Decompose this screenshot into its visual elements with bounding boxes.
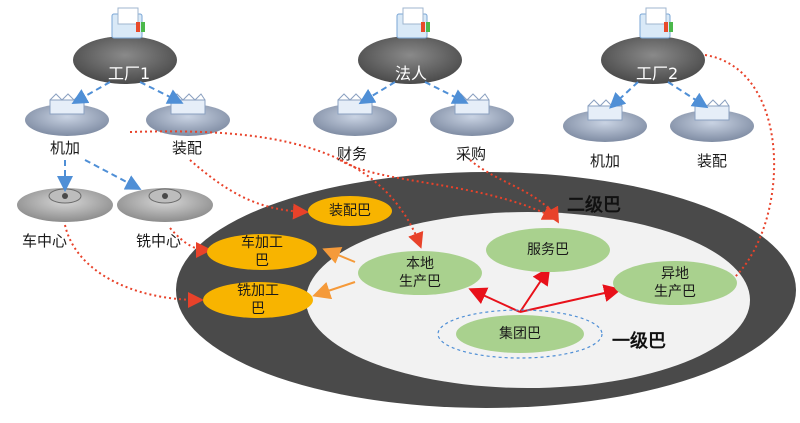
unit-label-f2-assembly: 装配 bbox=[697, 152, 728, 170]
label-local-prod-line1: 本地 bbox=[406, 256, 434, 272]
factory-building-icon bbox=[430, 93, 514, 136]
unit-label-purchasing: 采购 bbox=[456, 145, 487, 163]
unit-label-f1-machining: 机加 bbox=[50, 139, 81, 157]
label-lathe-ba-line1: 车加工 bbox=[241, 235, 283, 251]
node-remote-production bbox=[613, 261, 737, 305]
factory-building-icon bbox=[670, 99, 754, 142]
unit-label-f1-assembly: 装配 bbox=[172, 139, 203, 157]
factory-building-icon bbox=[146, 93, 230, 136]
unit-label-f2-machining: 机加 bbox=[590, 152, 621, 170]
tier-label-first: 一级巴 bbox=[612, 331, 666, 352]
label-milling-ba-line1: 铣加工 bbox=[237, 283, 279, 299]
gear-disc-icon bbox=[117, 188, 213, 222]
hub-label-factory1: 工厂1 bbox=[108, 64, 151, 83]
folder-doc-icon bbox=[639, 7, 673, 39]
label-milling-ba-line2: 巴 bbox=[251, 301, 265, 317]
node-lathe-ba bbox=[207, 234, 317, 270]
factory-building-icon bbox=[563, 99, 647, 142]
node-assembly-ba bbox=[308, 196, 392, 226]
folder-doc-icon bbox=[111, 7, 145, 39]
hub-label-legal-person: 法人 bbox=[395, 64, 428, 83]
factory-building-icon bbox=[25, 93, 109, 136]
folder-doc-icon bbox=[396, 7, 430, 39]
label-service-ba: 服务巴 bbox=[527, 242, 569, 258]
hub-label-factory2: 工厂2 bbox=[636, 64, 679, 83]
hub-factory2 bbox=[601, 36, 705, 84]
label-assembly-ba: 装配巴 bbox=[329, 203, 371, 219]
unit-label-milling-center: 铣中心 bbox=[136, 232, 182, 250]
group-ba-dashed-ring bbox=[437, 309, 603, 359]
factory-building-icon bbox=[313, 93, 397, 136]
node-local-production bbox=[358, 251, 482, 295]
hub-legal-person bbox=[358, 36, 462, 84]
label-remote-prod-line2: 生产巴 bbox=[654, 284, 696, 300]
tier-label-second: 二级巴 bbox=[567, 195, 621, 216]
unit-label-finance: 财务 bbox=[337, 145, 368, 163]
local-to-workshop-arrows bbox=[312, 247, 356, 300]
label-remote-prod-line1: 异地 bbox=[661, 266, 689, 282]
label-local-prod-line2: 生产巴 bbox=[399, 274, 441, 290]
label-lathe-ba-line2: 巴 bbox=[255, 253, 269, 269]
node-service-ba bbox=[486, 228, 610, 272]
node-milling-ba bbox=[203, 282, 313, 318]
gear-disc-icon bbox=[17, 188, 113, 222]
hub-factory1 bbox=[73, 36, 177, 84]
mapping-arrows bbox=[64, 54, 776, 308]
node-group-ba bbox=[456, 315, 584, 353]
label-group-ba: 集团巴 bbox=[499, 326, 541, 342]
hierarchy-arrows bbox=[57, 81, 709, 192]
unit-label-lathe-center: 车中心 bbox=[22, 232, 68, 250]
group-distribution-arrows bbox=[468, 266, 622, 313]
